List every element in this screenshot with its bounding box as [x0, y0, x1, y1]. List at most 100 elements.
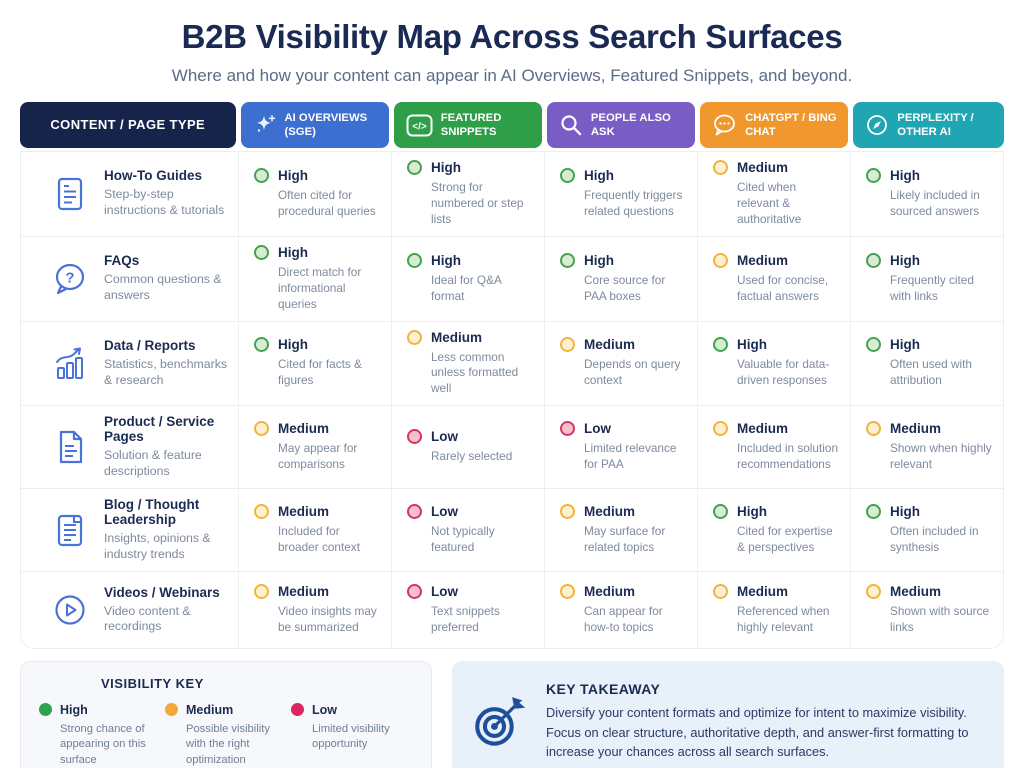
medium-dot-icon: [254, 504, 269, 520]
rating-head: High: [407, 252, 534, 268]
rating-level: High: [431, 252, 461, 268]
rating-desc: Limited relevance for PAA: [584, 441, 677, 472]
low-dot-icon: [407, 504, 422, 520]
high-dot-icon: [407, 160, 422, 175]
rating-level: Medium: [584, 504, 636, 520]
content-type-desc: Solution & feature descriptions: [104, 448, 202, 479]
rating-desc: Often used with attribution: [890, 357, 972, 388]
rating-head: High: [866, 504, 993, 520]
page-title: B2B Visibility Map Across Search Surface…: [181, 18, 843, 55]
legend-level: High: [60, 702, 88, 717]
rating-desc: Shown when highly relevant: [890, 441, 992, 472]
rating-head: Medium: [560, 337, 687, 353]
rating-level: Medium: [890, 584, 942, 600]
rating-level: Low: [431, 429, 458, 445]
rating-level: Medium: [737, 421, 789, 437]
content-type-title: Videos / Webinars: [104, 584, 220, 600]
rating-desc: Ideal for Q&A format: [431, 272, 502, 303]
high-dot-icon: [713, 337, 728, 353]
content-type-title: Blog / Thought Leadership: [104, 497, 200, 528]
rating-desc: Used for concise, factual answers: [737, 272, 829, 303]
rating-level: Medium: [737, 160, 789, 175]
rating-desc: Rarely selected: [431, 449, 513, 464]
rating-head: Medium: [866, 421, 993, 437]
rating-level: Medium: [737, 252, 789, 268]
rating-desc: Direct match for informational queries: [278, 264, 362, 311]
rating-head: Medium: [713, 160, 840, 175]
column-header-perplexity-other-ai: PERPLEXITY / OTHER AI: [853, 102, 1004, 148]
rating-desc: Likely included in sourced answers: [890, 187, 980, 218]
rating-desc: Not typically featured: [431, 524, 495, 555]
compass-icon: [865, 113, 889, 137]
rating-head: High: [254, 244, 381, 260]
content-type-desc: Video content & recordings: [104, 603, 191, 634]
svg-text:?: ?: [65, 269, 74, 286]
rating-desc: Video insights may be summarized: [278, 604, 377, 634]
rating-desc: Frequently cited with links: [890, 272, 974, 303]
medium-dot-icon: [713, 584, 728, 600]
rating-head: Medium: [407, 329, 534, 345]
rating-level: High: [890, 337, 920, 353]
rating-level: High: [737, 504, 767, 520]
high-dot-icon: [407, 252, 422, 268]
rating-desc: Cited for expertise & perspectives: [737, 524, 833, 555]
rating-head: High: [866, 167, 993, 183]
rating-level: High: [890, 504, 920, 520]
legend-desc: Limited visibility opportunity: [312, 722, 390, 751]
rating-head: Low: [407, 429, 534, 445]
rating-head: Low: [407, 584, 534, 600]
rating-head: Medium: [560, 584, 687, 600]
column-header-content-page-type: CONTENT / PAGE TYPE: [20, 102, 236, 148]
high-dot-icon: [866, 167, 881, 183]
rating-desc: May surface for related topics: [584, 524, 666, 555]
content-type-title: Product / Service Pages: [104, 414, 215, 445]
column-header-label: CONTENT / PAGE TYPE: [50, 116, 206, 132]
low-dot-icon: [407, 429, 422, 445]
rating-level: Medium: [737, 584, 789, 600]
rating-desc: Depends on query context: [584, 357, 681, 388]
sparkle-icon: [253, 113, 277, 137]
high-dot-icon: [39, 703, 52, 717]
rating-desc: Frequently triggers related questions: [584, 187, 683, 218]
rating-level: High: [890, 167, 920, 183]
high-dot-icon: [866, 252, 881, 268]
medium-dot-icon: [407, 329, 422, 345]
high-dot-icon: [560, 167, 575, 183]
rating-head: Low: [560, 421, 687, 437]
rating-desc: Cited when relevant & authoritative: [737, 180, 802, 226]
rating-desc: Referenced when highly relevant: [737, 604, 830, 634]
rating-head: High: [560, 252, 687, 268]
rating-desc: Shown with source links: [890, 604, 990, 634]
code-icon: </>: [406, 114, 433, 137]
